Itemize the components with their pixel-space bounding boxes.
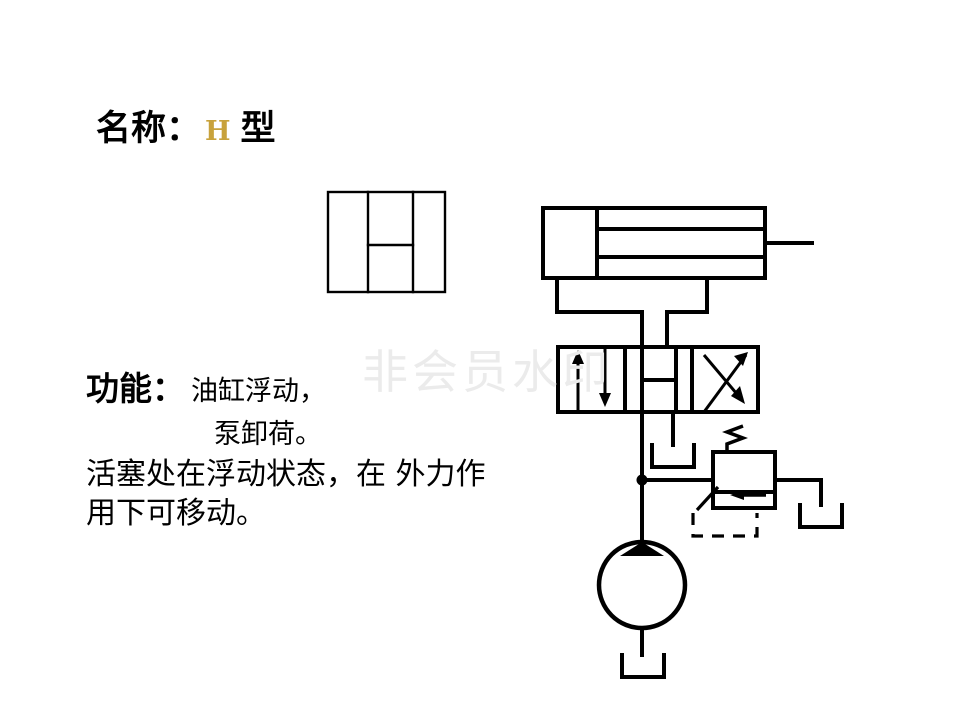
function-block: 功能： 油缸浮动， 泵卸荷。 活塞处在浮动状态，在 外力作用下可移动。 [86, 362, 506, 533]
pilot-diagonal-segment [695, 485, 720, 512]
tank-symbol-valve [650, 443, 696, 469]
pump-symbol [596, 539, 688, 631]
pump-flow-arrow [620, 542, 664, 556]
valve-left-arrowheads [572, 350, 611, 407]
tank-symbol-pump [620, 653, 666, 679]
title-value-h: H [205, 116, 231, 147]
line-relief-to-tank [773, 478, 823, 507]
valve-x-arrowhead-lower [731, 386, 745, 404]
valve-center-position-symbol-h [640, 345, 678, 414]
function-description: 活塞处在浮动状态，在 外力作用下可移动。 [86, 457, 486, 531]
relief-valve-spring [722, 424, 760, 454]
valve-left-arrowhead-up [572, 350, 584, 364]
pilot-dashed-path [691, 513, 759, 538]
line-cylinder-port-a [555, 276, 644, 349]
tank-symbol-relief [798, 503, 844, 529]
relief-valve-flow-arrow [730, 490, 766, 500]
function-label: 功能： [86, 369, 185, 408]
title-label: 名称： [96, 109, 202, 149]
valve-x-arrowhead-upper [734, 352, 748, 366]
cylinder-body [541, 206, 767, 280]
valve-left-arrowhead-down [599, 393, 611, 407]
valve-symbol-outer-rect [326, 190, 447, 294]
valve-x-arrowheads [731, 352, 748, 404]
junction-dot-pressure-line [636, 474, 648, 486]
valve-x-stroke-a [702, 354, 748, 413]
valve-left-position-symbol [576, 347, 607, 412]
page-title: 名称： H 型 [96, 100, 276, 151]
relief-valve-pilot-line [691, 485, 759, 538]
function-head-row: 功能： 油缸浮动， [86, 362, 506, 410]
relief-valve-arrowhead [730, 490, 744, 500]
circuit-lines [541, 206, 814, 414]
valve-symbol-box [326, 190, 447, 294]
title-suffix: 型 [240, 109, 276, 149]
valve-right-position-symbol-x [702, 354, 748, 413]
directional-valve-body [556, 345, 760, 414]
line-cylinder-port-b [665, 276, 709, 349]
relief-valve-spring-coils [722, 424, 748, 452]
function-value-line-1: 油缸浮动， [191, 376, 326, 407]
function-value-line-2: 泵卸荷。 [214, 419, 322, 450]
